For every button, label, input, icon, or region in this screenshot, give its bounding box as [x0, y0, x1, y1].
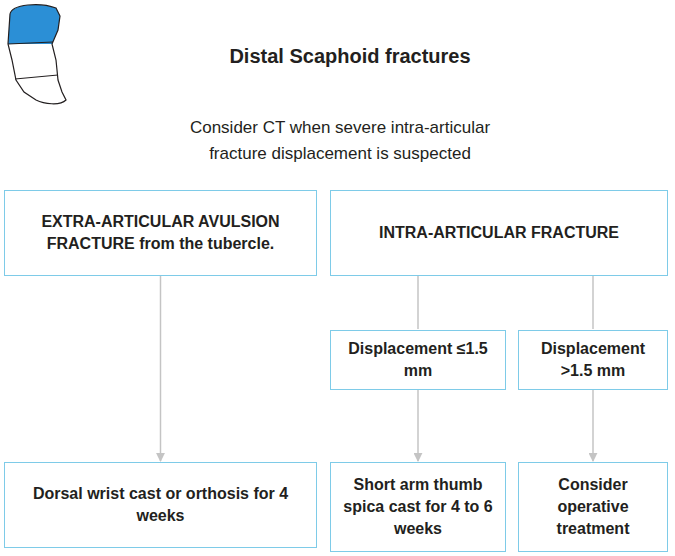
- box-text: Dorsal wrist cast or orthosis for 4 week…: [15, 483, 306, 527]
- scaphoid-icon: [0, 0, 80, 115]
- box-text: Consider operative treatment: [529, 474, 657, 540]
- flow-connector: [592, 390, 594, 461]
- process-box: Displacement >1.5 mm: [518, 330, 668, 390]
- box-text: INTRA-ARTICULAR FRACTURE: [379, 222, 619, 244]
- process-box: Dorsal wrist cast or orthosis for 4 week…: [4, 462, 317, 548]
- process-box: Consider operative treatment: [518, 462, 668, 552]
- process-box: EXTRA-ARTICULAR AVULSION FRACTURE from t…: [4, 190, 317, 276]
- flow-connector: [417, 390, 419, 461]
- process-box: Displacement ≤1.5 mm: [330, 330, 506, 390]
- process-box: Short arm thumb spica cast for 4 to 6 we…: [330, 462, 506, 552]
- note-text: Consider CT when severe intra-articular …: [170, 115, 510, 167]
- box-text: EXTRA-ARTICULAR AVULSION FRACTURE from t…: [15, 211, 306, 255]
- box-text: Displacement >1.5 mm: [529, 338, 657, 382]
- box-text: Short arm thumb spica cast for 4 to 6 we…: [341, 474, 495, 540]
- flow-connector: [592, 276, 594, 329]
- bone-outline: [8, 5, 66, 104]
- distal-pole: [0, 0, 80, 44]
- flow-connector: [417, 276, 419, 329]
- diagram-title: Distal Scaphoid fractures: [100, 42, 600, 70]
- process-box: INTRA-ARTICULAR FRACTURE: [330, 190, 668, 276]
- box-text: Displacement ≤1.5 mm: [341, 338, 495, 382]
- flow-connector: [160, 276, 162, 461]
